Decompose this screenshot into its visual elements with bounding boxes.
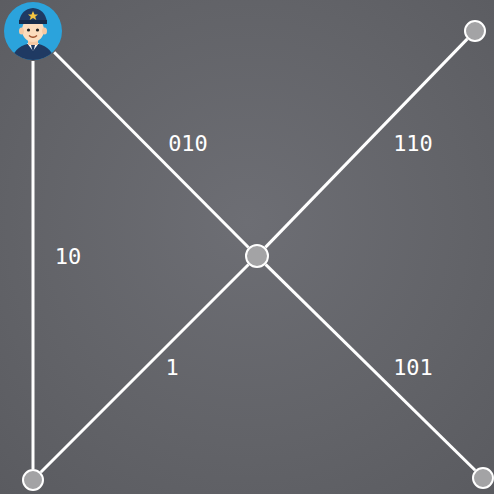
- edge-label: 010: [168, 133, 208, 155]
- edge-label: 1: [165, 357, 178, 379]
- police-icon: [3, 1, 63, 61]
- graph-edge: [32, 61, 35, 469]
- graph-edge: [41, 264, 249, 472]
- graph-vertex: [245, 244, 269, 268]
- graph-vertex: [464, 20, 486, 42]
- graph-edge: [54, 52, 248, 247]
- graph-vertex: [22, 469, 44, 491]
- edge-label: 110: [393, 133, 433, 155]
- police-vertex: [3, 1, 63, 61]
- edge-label: 10: [55, 246, 82, 268]
- graph-vertex: [472, 467, 494, 489]
- graph-edge: [265, 39, 467, 247]
- edge-label: 101: [393, 357, 433, 379]
- graph-edge: [266, 264, 476, 470]
